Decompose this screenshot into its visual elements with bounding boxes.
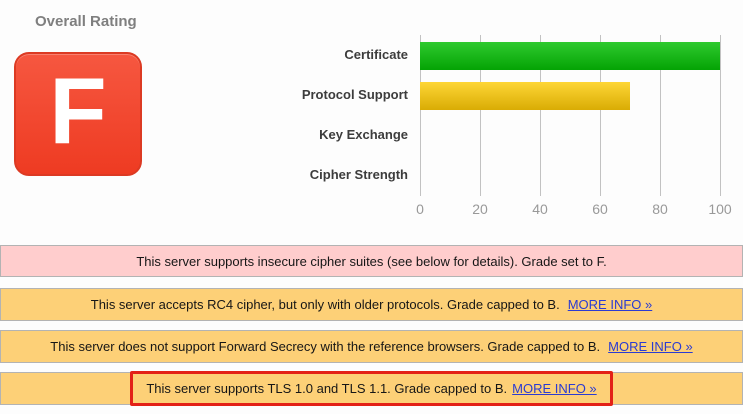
message-row-warning: This server accepts RC4 cipher, but only…	[0, 288, 743, 321]
chart-category-label: Cipher Strength	[309, 167, 408, 182]
x-axis-tick-label: 20	[472, 201, 488, 217]
gridline	[420, 35, 421, 196]
chart-row: Protocol Support	[0, 75, 743, 115]
gridline	[660, 35, 661, 196]
chart-row: Certificate	[0, 35, 743, 75]
message-row-warning: This server supports TLS 1.0 and TLS 1.1…	[0, 371, 743, 406]
chart-bar	[420, 82, 630, 110]
overall-rating-title: Overall Rating	[35, 13, 137, 30]
message-text: This server supports TLS 1.0 and TLS 1.1…	[146, 381, 508, 396]
gridline	[600, 35, 601, 196]
x-axis-tick-label: 40	[532, 201, 548, 217]
annotation-highlight-box: This server supports TLS 1.0 and TLS 1.1…	[130, 371, 613, 406]
chart-category-label: Protocol Support	[301, 87, 408, 102]
more-info-link[interactable]: MORE INFO »	[512, 381, 597, 396]
chart-row: Key Exchange	[0, 115, 743, 155]
grade-letter: F	[49, 58, 107, 163]
chart-category-label: Key Exchange	[319, 127, 408, 142]
x-axis-tick-label: 80	[652, 201, 668, 217]
message-row-error: This server supports insecure cipher sui…	[0, 245, 743, 277]
grade-badge: F	[14, 52, 142, 176]
x-axis-tick-label: 0	[416, 201, 424, 217]
more-info-link[interactable]: MORE INFO »	[608, 339, 693, 354]
message-text: This server does not support Forward Sec…	[50, 339, 601, 354]
x-axis-tick-label: 100	[708, 201, 732, 217]
chart-category-label: Certificate	[344, 47, 408, 62]
more-info-link[interactable]: MORE INFO »	[567, 297, 653, 312]
message-text: This server accepts RC4 cipher, but only…	[90, 297, 560, 312]
chart-bar	[420, 42, 720, 70]
message-text: This server supports insecure cipher sui…	[136, 253, 607, 269]
gridline	[720, 35, 721, 196]
x-axis-tick-label: 60	[592, 201, 608, 217]
gridline	[480, 35, 481, 196]
message-row-warning: This server does not support Forward Sec…	[0, 330, 743, 363]
chart-row: Cipher Strength	[0, 155, 743, 195]
gridline	[540, 35, 541, 196]
